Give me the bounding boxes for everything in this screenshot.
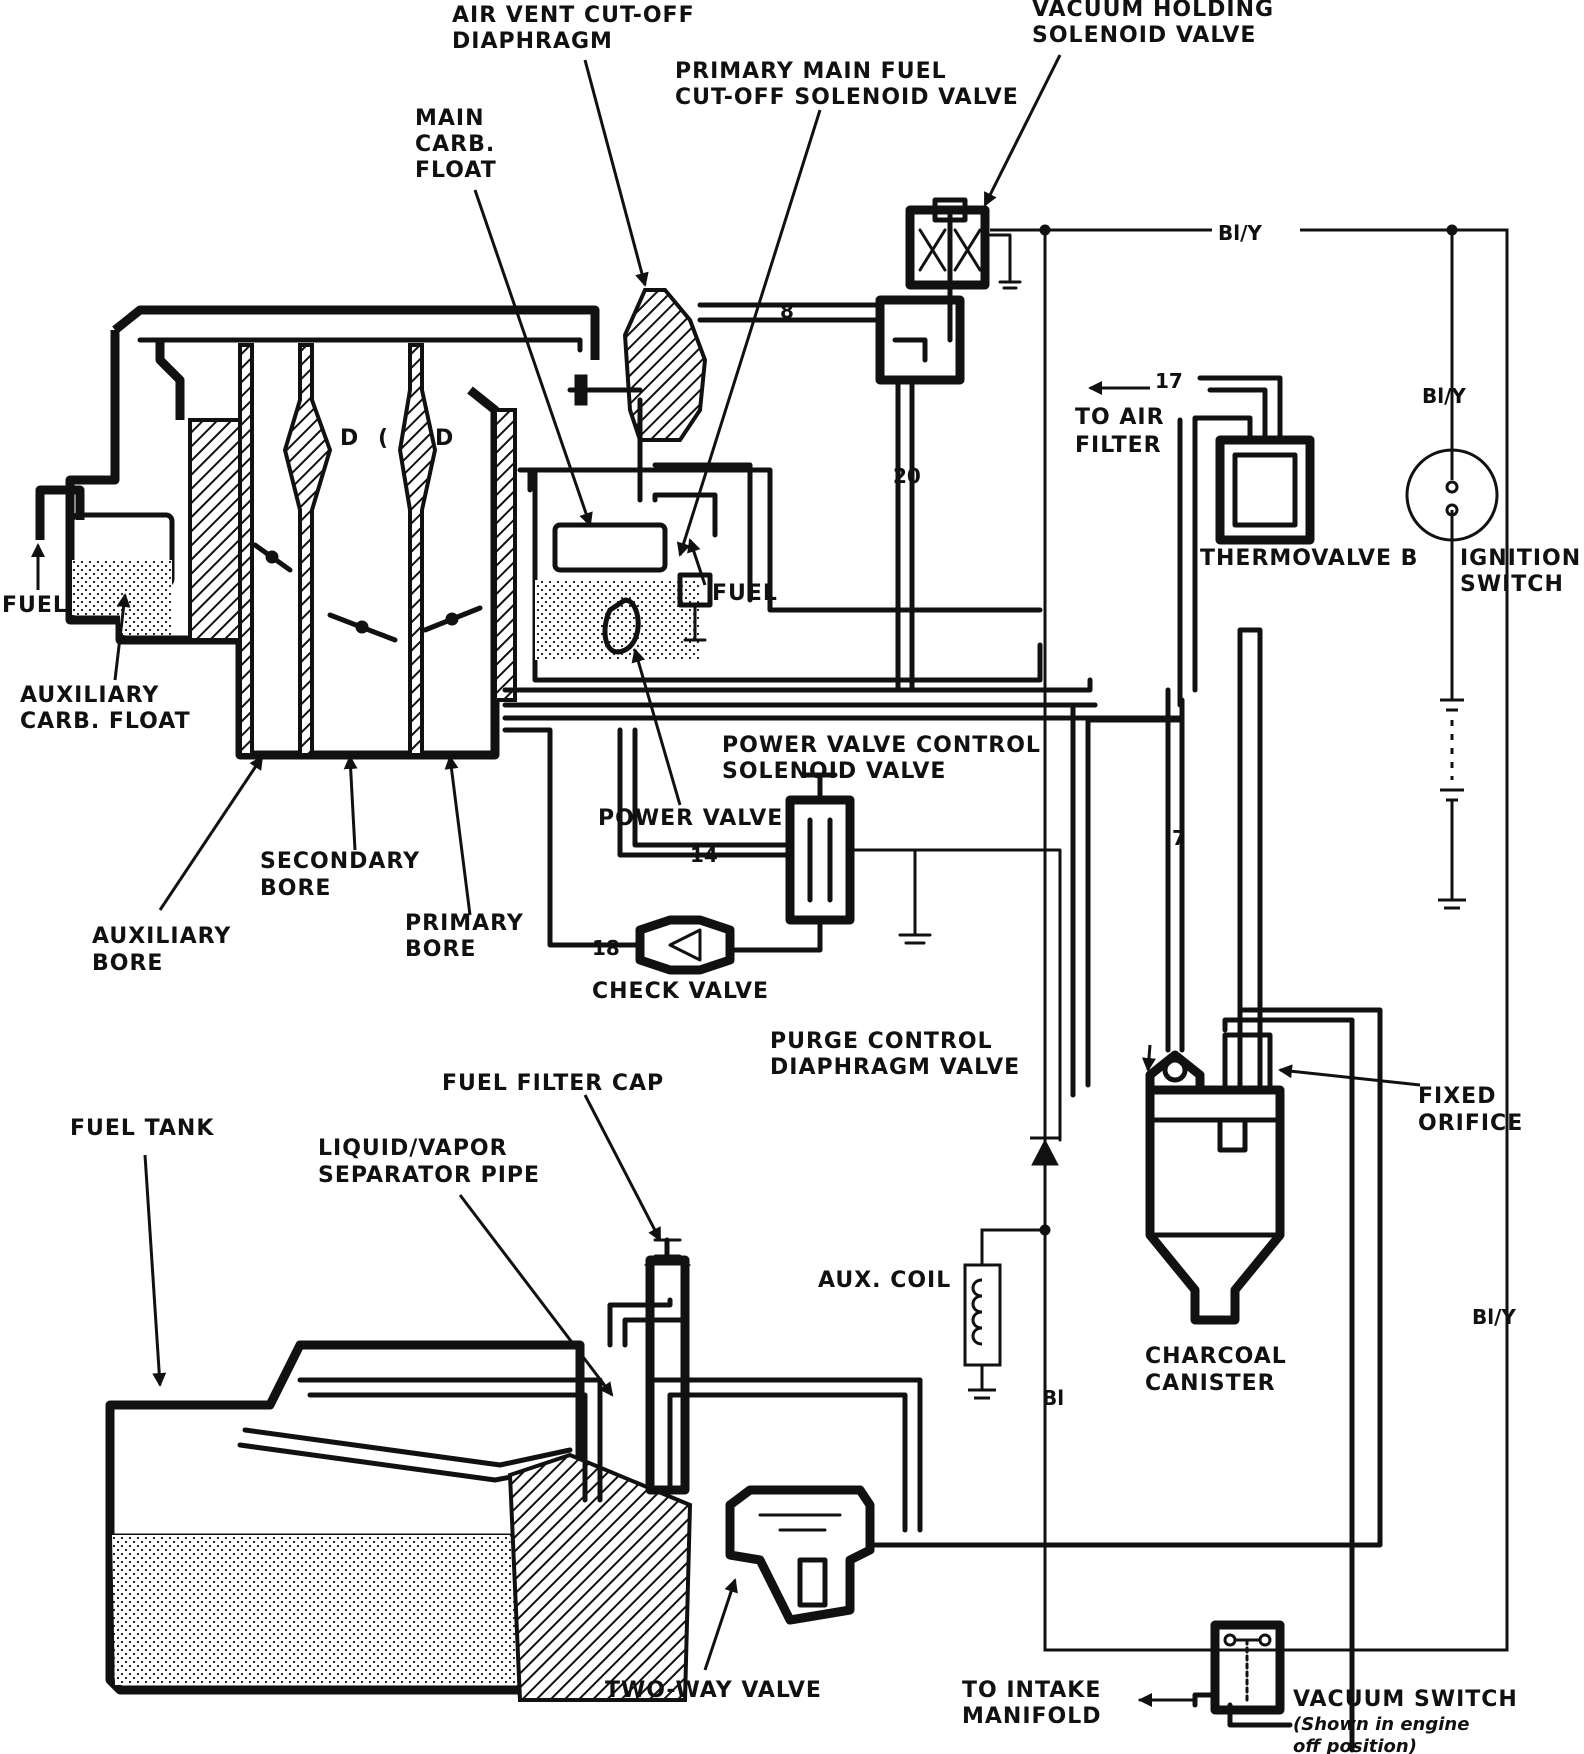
label-main-carb-float-2: CARB. bbox=[415, 132, 495, 157]
power-valve-control-solenoid-valve bbox=[577, 727, 1062, 1142]
label-to-intake-2: MANIFOLD bbox=[962, 1704, 1102, 1729]
label-thermovalve: THERMOVALVE B bbox=[1200, 546, 1418, 571]
wire-code-right-upper: Bl/Y bbox=[1422, 384, 1466, 408]
label-air-vent-2: DIAPHRAGM bbox=[452, 29, 613, 54]
label-purge-control-1: PURGE CONTROL bbox=[770, 1029, 993, 1054]
label-air-vent-1: AIR VENT CUT-OFF bbox=[452, 3, 695, 28]
wire-code-bottom: Bl bbox=[1042, 1386, 1064, 1410]
main-carb-float bbox=[552, 522, 668, 573]
label-ignition-switch-2: SWITCH bbox=[1460, 572, 1564, 597]
air-vent-cutoff-diaphragm bbox=[567, 288, 1043, 613]
hose-number-18: 18 bbox=[592, 936, 620, 960]
label-aux-carb-float-2: CARB. FLOAT bbox=[20, 709, 191, 734]
label-check-valve: CHECK VALVE bbox=[592, 979, 769, 1004]
leader-arrows bbox=[31, 54, 1421, 1671]
label-vacuum-switch-note-1: (Shown in engine bbox=[1293, 1714, 1469, 1735]
label-vacuum-holding-1: VACUUM HOLDING bbox=[1032, 0, 1274, 22]
label-secondary-bore-1: SECONDARY bbox=[260, 849, 420, 874]
two-way-valve bbox=[725, 1485, 875, 1625]
label-power-valve-control-1: POWER VALVE CONTROL bbox=[722, 733, 1041, 758]
fuel-filter-cap bbox=[643, 1254, 692, 1266]
label-main-carb-float-1: MAIN bbox=[415, 106, 485, 131]
fixed-orifice bbox=[1222, 1032, 1273, 1093]
hose-numbers: 8 17 20 14 18 7 bbox=[592, 299, 1186, 960]
wire-color-codes: Bl/Y Bl/Y Bl/Y Bl bbox=[1042, 221, 1516, 1410]
label-power-valve: POWER VALVE bbox=[598, 806, 783, 831]
label-auxiliary-bore-1: AUXILIARY bbox=[92, 924, 231, 949]
svg-text:D: D bbox=[340, 426, 359, 451]
purge-control-diaphragm-valve bbox=[1145, 1050, 1205, 1090]
label-to-air-filter-1: TO AIR bbox=[1075, 405, 1165, 430]
label-fixed-orifice-1: FIXED bbox=[1418, 1084, 1496, 1109]
thermovalve-b bbox=[1177, 375, 1315, 708]
label-vacuum-switch-note-2: off position) bbox=[1293, 1736, 1417, 1754]
label-primary-main-fuel-1: PRIMARY MAIN FUEL bbox=[675, 59, 947, 84]
label-primary-main-fuel-2: CUT-OFF SOLENOID VALVE bbox=[675, 85, 1019, 110]
wire-code-top: Bl/Y bbox=[1218, 221, 1262, 245]
vacuum-holding-solenoid-valve bbox=[697, 197, 1022, 693]
label-primary-bore-1: PRIMARY bbox=[405, 911, 524, 936]
label-fuel-filter-cap: FUEL FILTER CAP bbox=[442, 1071, 664, 1096]
label-fuel-center: FUEL bbox=[712, 581, 778, 606]
label-aux-coil: AUX. COIL bbox=[818, 1268, 951, 1293]
aux-coil bbox=[963, 1263, 1002, 1367]
label-fixed-orifice-2: ORIFICE bbox=[1418, 1111, 1523, 1136]
hose-number-17: 17 bbox=[1155, 369, 1183, 393]
check-valve bbox=[635, 915, 735, 975]
hose-number-8: 8 bbox=[780, 299, 794, 323]
svg-text:D: D bbox=[435, 426, 454, 451]
fuel-tank bbox=[105, 1237, 923, 1702]
label-to-intake-1: TO INTAKE bbox=[962, 1678, 1101, 1703]
power-valve bbox=[602, 597, 641, 655]
wire-code-right-lower: Bl/Y bbox=[1472, 1305, 1516, 1329]
svg-text:(: ( bbox=[378, 426, 389, 451]
label-primary-bore-2: BORE bbox=[405, 937, 476, 962]
label-main-carb-float-3: FLOAT bbox=[415, 158, 497, 183]
primary-bore-venturi bbox=[397, 343, 438, 757]
label-auxiliary-bore-2: BORE bbox=[92, 951, 163, 976]
label-separator-pipe-1: LIQUID/VAPOR bbox=[318, 1136, 508, 1161]
label-fuel-tank: FUEL TANK bbox=[70, 1116, 214, 1141]
label-ignition-switch-1: IGNITION bbox=[1460, 546, 1581, 571]
label-charcoal-canister-2: CANISTER bbox=[1145, 1371, 1276, 1396]
label-purge-control-2: DIAPHRAGM VALVE bbox=[770, 1055, 1020, 1080]
hose-number-14: 14 bbox=[690, 843, 718, 867]
secondary-bore-venturi bbox=[282, 343, 333, 757]
label-separator-pipe-2: SEPARATOR PIPE bbox=[318, 1163, 540, 1188]
label-power-valve-control-2: SOLENOID VALVE bbox=[722, 759, 946, 784]
label-charcoal-canister-1: CHARCOAL bbox=[1145, 1344, 1287, 1369]
wiring bbox=[963, 224, 1509, 1652]
vacuum-switch bbox=[1138, 1620, 1293, 1728]
label-vacuum-holding-2: SOLENOID VALVE bbox=[1032, 23, 1256, 48]
label-aux-carb-float-1: AUXILIARY bbox=[20, 683, 159, 708]
diode-symbol bbox=[1031, 1138, 1059, 1166]
label-vacuum-switch: VACUUM SWITCH bbox=[1293, 1687, 1518, 1712]
label-to-air-filter-2: FILTER bbox=[1075, 433, 1162, 458]
label-fuel-left: FUEL bbox=[2, 593, 68, 618]
label-two-way-valve: TWO-WAY VALVE bbox=[605, 1678, 822, 1703]
label-secondary-bore-2: BORE bbox=[260, 876, 331, 901]
aux-bore-wall bbox=[238, 343, 254, 757]
charcoal-canister bbox=[867, 627, 1383, 1753]
hose-number-20: 20 bbox=[893, 464, 921, 488]
hose-number-7: 7 bbox=[1172, 826, 1186, 850]
